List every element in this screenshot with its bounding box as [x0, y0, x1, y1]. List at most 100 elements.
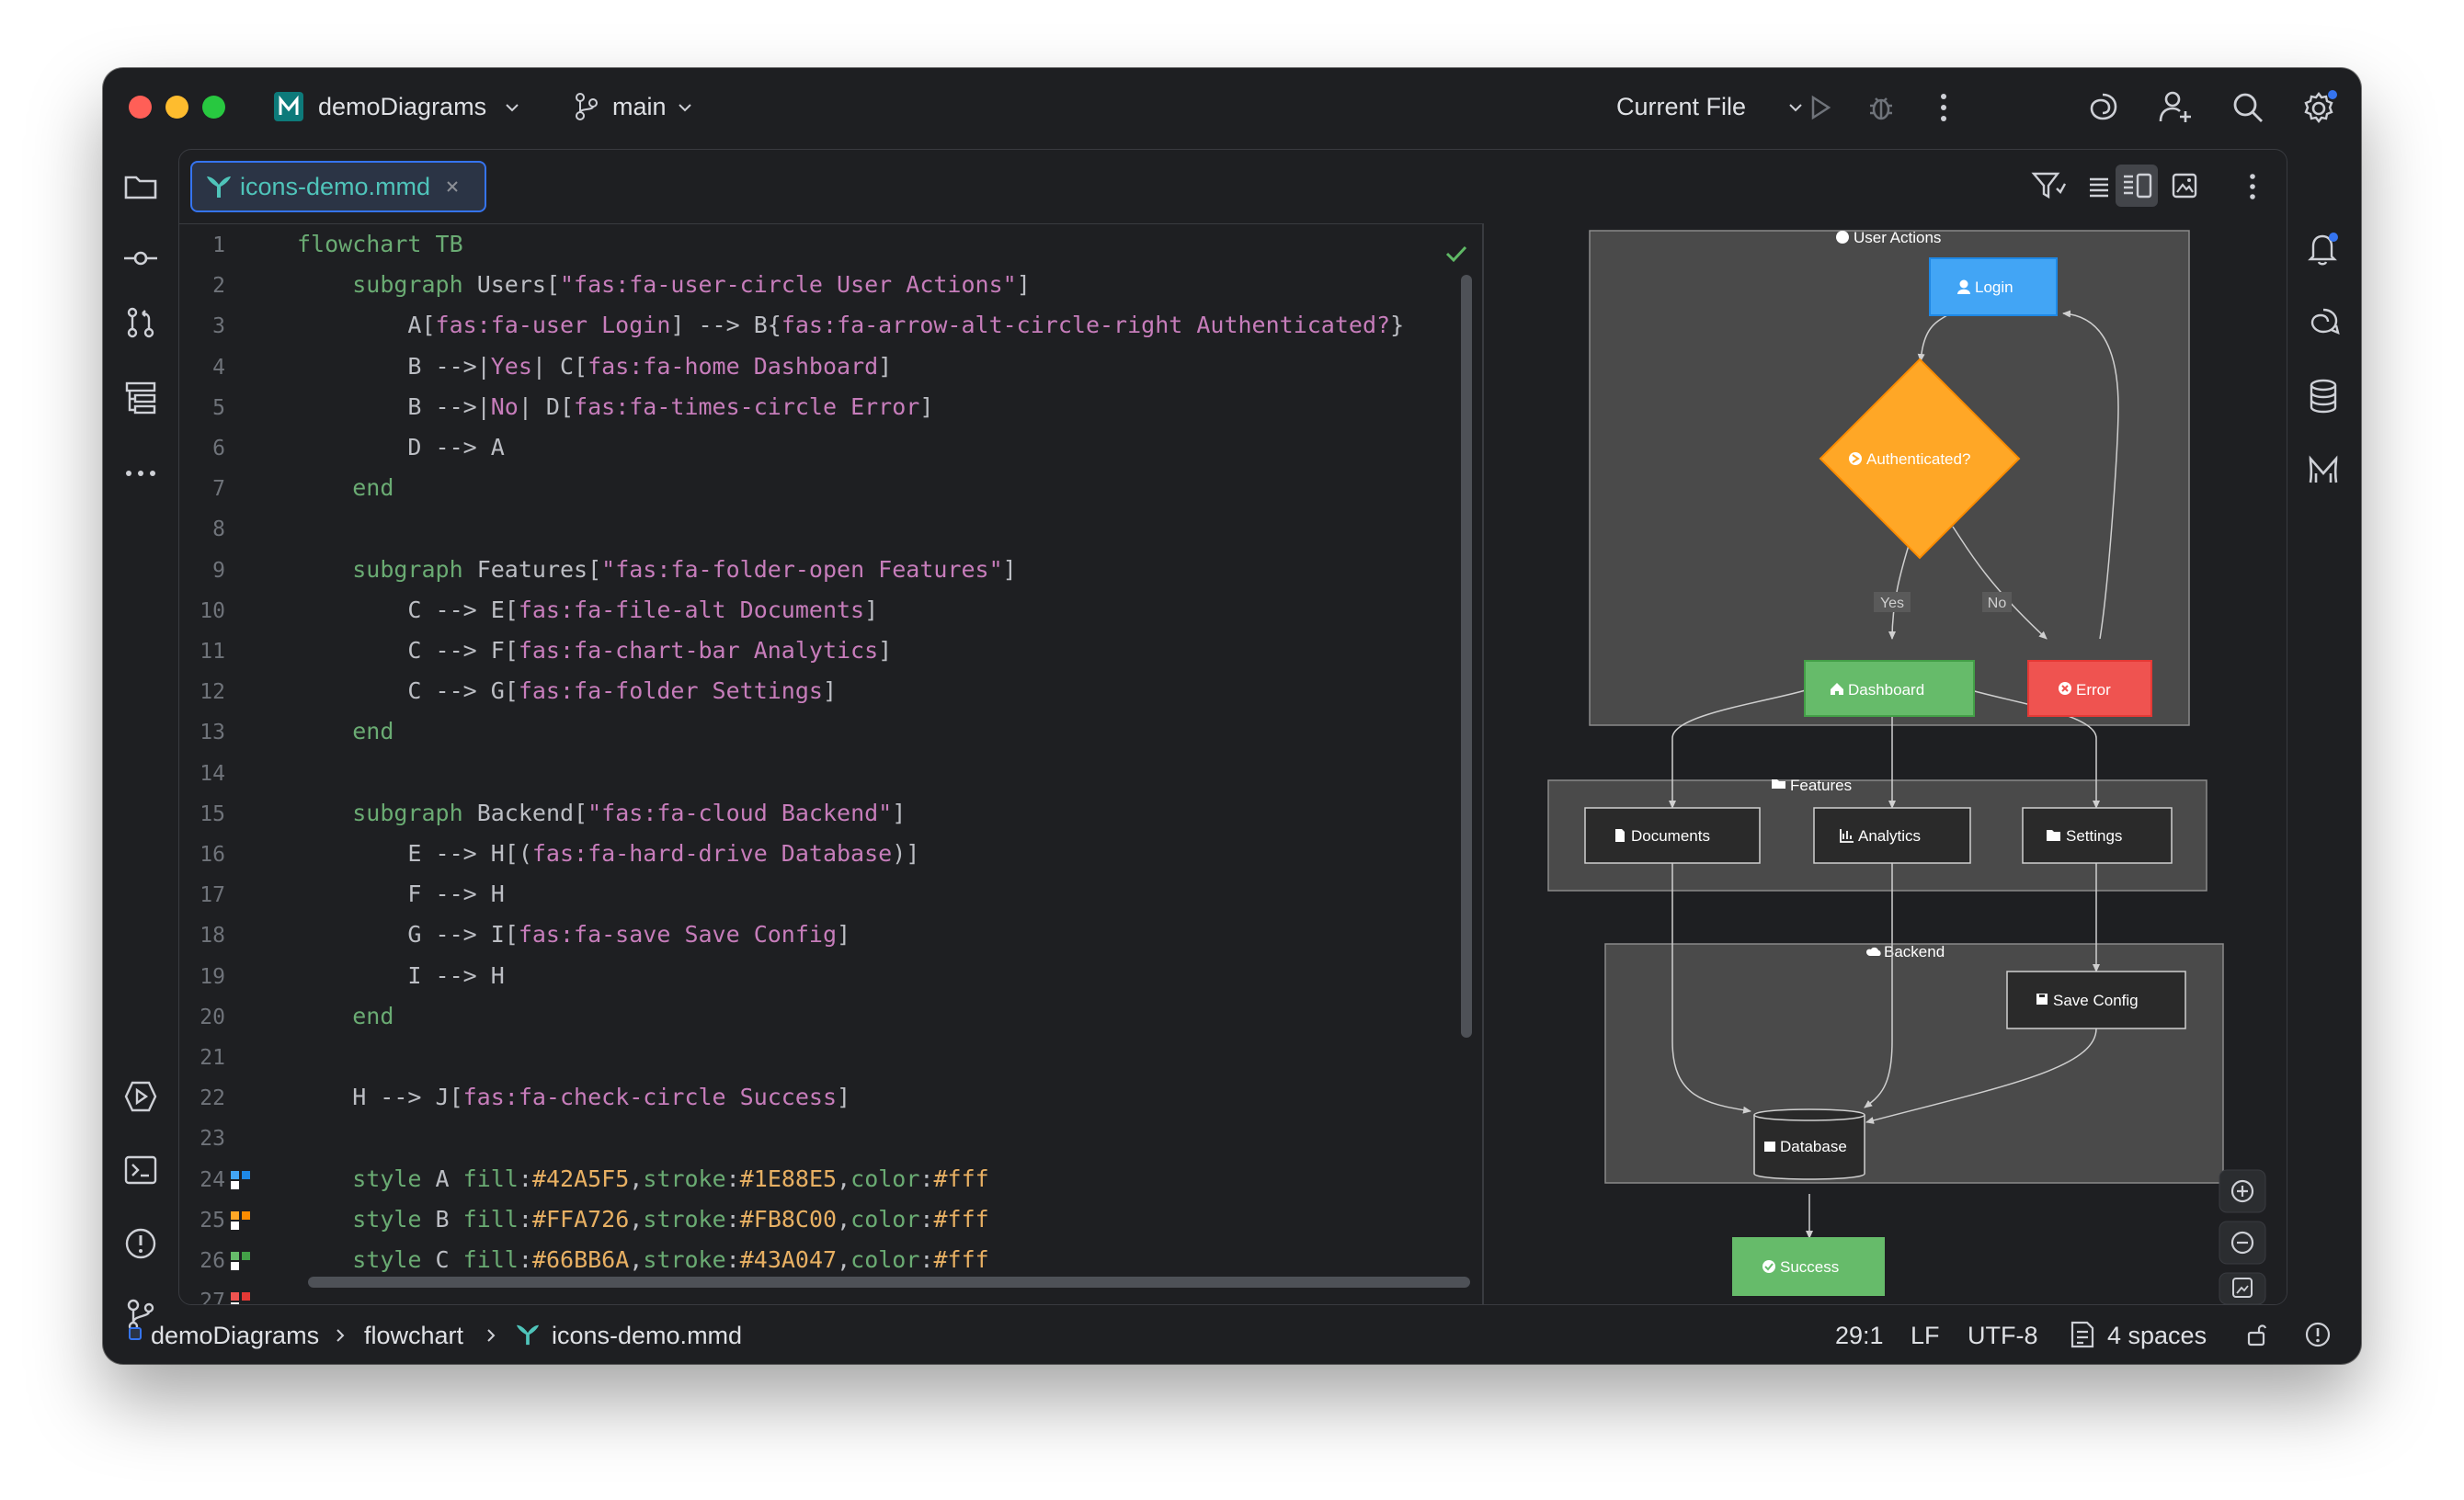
- svg-text:Backend: Backend: [1884, 943, 1945, 960]
- run-configuration-selector[interactable]: Current File: [1603, 85, 1815, 129]
- horizontal-scrollbar[interactable]: [308, 1277, 1470, 1288]
- problems-status-icon[interactable]: [2304, 1321, 2332, 1348]
- edge-save-config-to-database: [1865, 1028, 2097, 1124]
- svg-text:Success: Success: [1780, 1258, 1839, 1276]
- arrow-circle-right-icon: [1849, 452, 1862, 465]
- swatch-chip: [231, 1252, 239, 1260]
- project-folder-icon[interactable]: [121, 167, 160, 206]
- swatch-chip: [242, 1292, 250, 1301]
- editor-only-view-icon[interactable]: [2086, 174, 2112, 199]
- close-window-button[interactable]: [129, 96, 152, 119]
- code-token: [297, 1206, 352, 1233]
- vertical-scrollbar[interactable]: [1461, 275, 1472, 1038]
- node-success: Success: [1732, 1237, 1885, 1296]
- cursor-position[interactable]: 29:1: [1835, 1322, 1884, 1349]
- more-vertical-icon[interactable]: [1938, 91, 1949, 124]
- code-token: ,: [629, 1165, 644, 1192]
- split-view-button[interactable]: [2116, 165, 2158, 207]
- svg-text:Yes: Yes: [1880, 596, 1904, 611]
- line-number: 8: [212, 517, 225, 542]
- preview-only-view-icon[interactable]: [2171, 172, 2198, 199]
- lock-icon[interactable]: [2245, 1322, 2271, 1347]
- terminal-icon[interactable]: [121, 1151, 160, 1189]
- code-line: end: [297, 474, 394, 501]
- zoom-out-button[interactable]: [2219, 1221, 2266, 1265]
- debug-icon[interactable]: [1866, 93, 1896, 122]
- zoom-in-button[interactable]: [2219, 1169, 2266, 1213]
- ai-chat-icon[interactable]: [2304, 303, 2343, 342]
- code-token: fas:fa-file-alt Documents: [518, 596, 865, 623]
- indent-setting[interactable]: 4 spaces: [2107, 1322, 2207, 1349]
- color-swatch-icon[interactable]: [231, 1170, 253, 1191]
- breadcrumb-project-icon: [129, 1327, 142, 1340]
- svg-text:Analytics: Analytics: [1858, 827, 1921, 845]
- node-settings: Settings: [2022, 807, 2173, 864]
- code-token: style: [352, 1165, 436, 1192]
- line-number: 4: [212, 355, 225, 380]
- code-token: fas:fa-times-circle Error: [574, 392, 920, 420]
- code-line: flowchart TB: [297, 231, 463, 257]
- breadcrumb-folder[interactable]: flowchart: [364, 1322, 464, 1349]
- file-alt-icon: [1615, 829, 1625, 842]
- code-token: ,: [837, 1205, 851, 1233]
- code-token: :: [919, 1246, 934, 1273]
- code-line: A[fas:fa-user Login] --> B{fas:fa-arrow-…: [297, 312, 1404, 338]
- color-swatch-icon[interactable]: [231, 1252, 253, 1272]
- breadcrumb-file[interactable]: icons-demo.mmd: [552, 1322, 743, 1349]
- more-vertical-icon[interactable]: [2248, 172, 2257, 201]
- code-token: ]: [864, 596, 879, 623]
- mermaid-plugin-icon[interactable]: [2304, 450, 2343, 489]
- structure-icon[interactable]: [121, 379, 160, 417]
- pull-requests-icon[interactable]: [121, 303, 160, 342]
- code-token: Yes: [490, 352, 532, 380]
- more-horizontal-icon[interactable]: [121, 454, 160, 493]
- chevron-down-icon: [506, 104, 519, 112]
- code-token: [297, 800, 352, 826]
- code-token: | C[: [531, 352, 588, 380]
- line-number: 26: [200, 1249, 225, 1273]
- diagram-preview[interactable]: User Actions Features Backend: [1484, 223, 2287, 1304]
- node-analytics: Analytics: [1813, 807, 1971, 864]
- split-divider[interactable]: [1482, 223, 1484, 1304]
- editor-tab[interactable]: icons-demo.mmd: [190, 161, 486, 212]
- code-token: Features[: [476, 555, 602, 583]
- edge-error-to-login: [2062, 310, 2119, 640]
- code-token: fas:fa-home Dashboard: [587, 352, 879, 380]
- line-number: 6: [212, 437, 225, 460]
- minimize-window-button[interactable]: [165, 96, 188, 119]
- close-tab-icon[interactable]: [445, 179, 460, 194]
- fit-to-screen-button[interactable]: [2219, 1272, 2266, 1304]
- code-token: fas:fa-check-circle Success: [462, 1084, 838, 1111]
- code-token: I --> H: [297, 961, 505, 989]
- breadcrumb-project[interactable]: demoDiagrams: [151, 1322, 320, 1349]
- zoom-in-icon: [2230, 1179, 2254, 1203]
- filter-icon[interactable]: [2031, 170, 2066, 201]
- notifications-bell-icon[interactable]: [2304, 230, 2343, 268]
- ai-assistant-icon[interactable]: [2085, 90, 2120, 125]
- color-swatch-icon[interactable]: [231, 1292, 253, 1304]
- run-icon[interactable]: [1806, 94, 1833, 121]
- code-token: fas:fa-arrow-alt-circle-right Authentica…: [781, 312, 1391, 339]
- branch-selector[interactable]: main: [574, 85, 702, 129]
- settings-gear-icon[interactable]: [2300, 88, 2339, 127]
- no-problems-check-icon: [1445, 245, 1467, 263]
- database-icon[interactable]: [2304, 377, 2343, 415]
- add-user-icon[interactable]: [2157, 88, 2194, 125]
- code-token: ]: [1016, 271, 1031, 299]
- code-token: A[: [297, 312, 436, 339]
- line-ending[interactable]: LF: [1911, 1322, 1940, 1349]
- color-swatch-icon[interactable]: [231, 1210, 253, 1232]
- search-icon[interactable]: [2230, 90, 2265, 125]
- code-line: subgraph Features["fas:fa-folder-open Fe…: [297, 556, 1017, 583]
- file-encoding[interactable]: UTF-8: [1968, 1322, 2038, 1349]
- project-selector[interactable]: demoDiagrams: [274, 85, 531, 129]
- code-line: style A fill:#42A5F5,stroke:#1E88E5,colo…: [297, 1165, 988, 1192]
- commit-icon[interactable]: [121, 239, 160, 278]
- line-number: 5: [212, 395, 225, 420]
- zoom-window-button[interactable]: [202, 96, 225, 119]
- split-view-icon: [2124, 173, 2152, 199]
- services-icon[interactable]: [121, 1077, 160, 1116]
- problems-icon[interactable]: [121, 1224, 160, 1263]
- code-token: ,: [837, 1246, 851, 1273]
- code-editor[interactable]: flowchart TB subgraph Users["fas:fa-user…: [297, 223, 1492, 1304]
